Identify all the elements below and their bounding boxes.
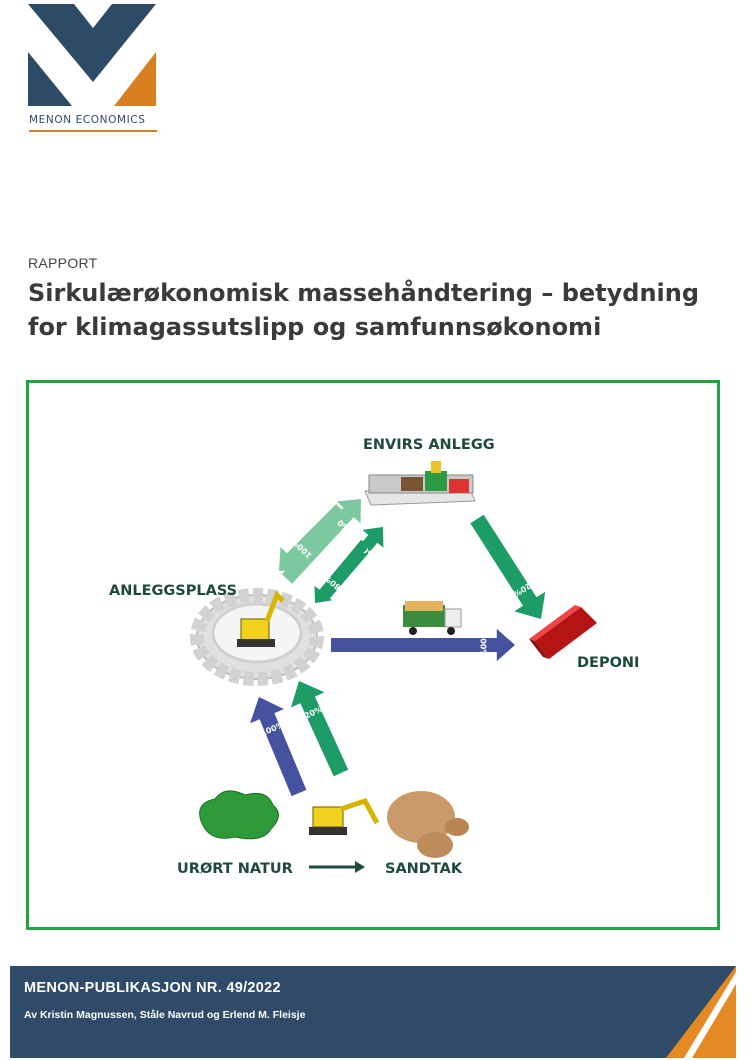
flow-diagram: 100%100%100%80%20%100%100%20% [190,461,597,873]
envirs-to-plass-light-arrow [279,504,346,571]
construction-site-icon [190,588,324,686]
node-label-sandtak: SANDTAK [385,861,463,877]
envirs-facility-icon [364,461,476,506]
logo-rule [29,130,157,132]
truck-icon [403,601,462,635]
logo-mark [28,4,156,106]
flow-arrows: 100%100%100%80%20%100%100%20% [250,499,546,797]
sandtak-excavator-icon [309,791,469,858]
footer-band: MENON-PUBLIKASJON NR. 49/2022 Av Kristin… [10,966,736,1058]
envirs-to-deponi-arrow [470,514,546,619]
sandtak-to-plass-arrow [290,681,349,777]
envirs-to-plass-arrow [314,539,369,603]
node-label-deponi: DEPONI [577,655,640,671]
menon-logo: MENON ECONOMICS [28,4,158,132]
nature-bush-icon [199,790,279,840]
node-label-urort-natur: URØRT NATUR [177,861,293,877]
natur-to-plass-arrow [250,697,307,797]
authors: Av Kristin Magnussen, Ståle Navrud og Er… [24,1009,306,1021]
natur-to-sandtak-arrow [309,861,365,873]
footer-corner-accent [666,966,736,1058]
node-label-envirs: ENVIRS ANLEGG [363,437,495,453]
report-title: Sirkulærøkonomisk massehåndtering – bety… [28,279,700,341]
plass-to-envirs-light-arrow [281,499,361,584]
plass-to-deponi-arrow [331,628,515,662]
figure-frame: 100%100%100%80%20%100%100%20% ENVIRS ANL… [26,380,720,930]
publication-number: MENON-PUBLIKASJON NR. 49/2022 [24,980,281,996]
node-label-anleggsplass: ANLEGGSPLASS [109,583,238,599]
deponi-block-icon [529,605,597,659]
logo-text: MENON ECONOMICS [29,114,146,126]
plass-to-deponi-arrow-label: 100% [478,633,487,658]
report-label: RAPPORT [28,255,98,271]
